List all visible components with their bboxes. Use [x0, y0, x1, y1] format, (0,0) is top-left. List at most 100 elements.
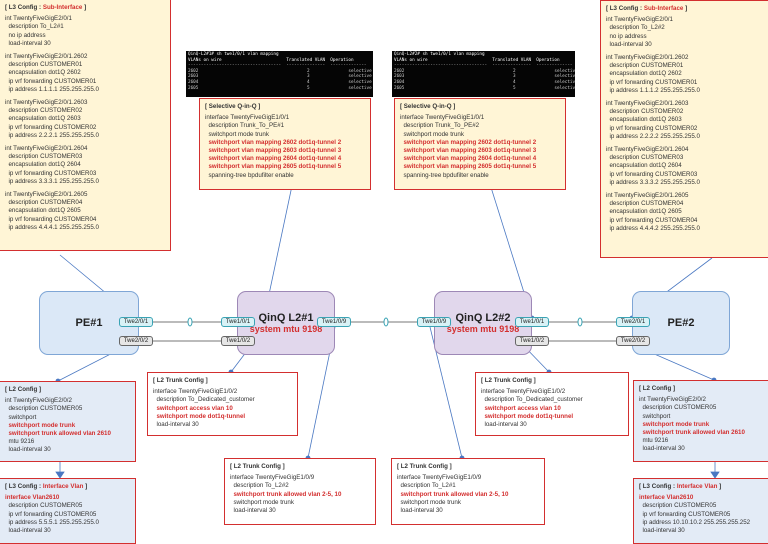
pe2-l2-config: [ L2 Config ]int TwentyFiveGigE2/0/2 des… [633, 380, 768, 462]
pe2-l3-subinterface-config: [ L3 Config : Sub-Interface ] int TwentyF… [600, 0, 768, 258]
l2-1-mtu-label: system mtu 9198 [249, 324, 323, 334]
config-line: int TwentyFiveGigE2/0/1.2602 [606, 54, 689, 62]
config-line: description CUSTOMER03 [5, 153, 83, 161]
l2-1-port-twe1-0-9: Twe1/0/9 [317, 317, 351, 327]
config-line: description To_Dedicated_customer [153, 396, 255, 404]
terminal-row: 2603 3 selective QinQ [188, 74, 373, 80]
config-line: switchport [5, 413, 37, 421]
l2-1-link-trunk-config: [ L2 Trunk Config ]interface TwentyFiveG… [224, 458, 376, 525]
pe2-vlan-interface-config: [ L3 Config : Interface Vlan ]interface … [633, 478, 768, 544]
config-line: switchport vlan mapping 2602 dot1q-tunne… [205, 138, 342, 146]
config-title: [ Selective Q-in-Q ] [400, 103, 456, 110]
config-line: load-interval 30 [639, 445, 685, 453]
config-title: [ L2 Trunk Config ] [153, 377, 208, 384]
config-line: ip vrf forwarding CUSTOMER01 [5, 77, 97, 85]
pe2-label: PE#2 [667, 317, 695, 329]
config-line: interface TwentyFiveGigE1/0/9 [397, 474, 482, 482]
config-line: int TwentyFiveGigE2/0/1 [606, 16, 673, 24]
l2-1-port-twe1-0-2: Twe1/0/2 [221, 336, 255, 346]
config-line: description CUSTOMER02 [606, 108, 684, 116]
config-line: load-interval 30 [639, 527, 685, 535]
config-line: description CUSTOMER04 [5, 199, 83, 207]
l2-2-selective-qinq-config: [ Selective Q-in-Q ] interface TwentyFive… [394, 98, 566, 190]
config-title: [ Selective Q-in-Q ] [205, 103, 261, 110]
config-line: ip vrf forwarding CUSTOMER01 [606, 78, 698, 86]
config-line: no ip address [606, 32, 647, 40]
terminal-row: 2604 4 selective QinQ [188, 79, 373, 85]
config-line: int TwentyFiveGigE2/0/1.2604 [606, 146, 689, 154]
config-line: encapsulation dot1Q 2603 [606, 116, 682, 124]
pe1-vlan-interface-config: [ L3 Config : Interface Vlan ]interface … [0, 478, 136, 544]
config-line: int TwentyFiveGigE2/0/1.2603 [606, 100, 689, 108]
config-line: load-interval 30 [5, 446, 51, 454]
l2-2-label: QinQ L2#2 [455, 312, 511, 324]
config-line: switchport mode dot1q-tunnel [153, 412, 246, 420]
config-line: ip address 1.1.1.2 255.255.255.0 [606, 86, 700, 94]
config-line: load-interval 30 [5, 527, 51, 535]
l2-1-selective-qinq-config: [ Selective Q-in-Q ] interface TwentyFive… [199, 98, 371, 190]
config-line: ip vrf forwarding CUSTOMER05 [639, 510, 731, 518]
l2-2-port-twe1-0-1: Twe1/0/1 [515, 317, 549, 327]
config-line: switchport access vlan 10 [153, 404, 233, 412]
terminal-prompt: QinQ-L2#1# sh twe1/0/1 vlan mapping [188, 52, 279, 57]
config-title: [ L3 Config : Sub-Interface ] [606, 5, 688, 12]
config-line: switchport vlan mapping 2604 dot1q-tunne… [400, 155, 537, 163]
config-title: [ L2 Config ] [639, 385, 676, 392]
config-line: int TwentyFiveGigE2/0/1.2602 [5, 53, 88, 61]
config-line: int TwentyFiveGigE2/0/1 [5, 15, 72, 23]
config-line: switchport mode dot1q-tunnel [481, 412, 574, 420]
config-line: encapsulation dot1Q 2605 [5, 207, 81, 215]
config-line: description CUSTOMER03 [606, 154, 684, 162]
config-line: description CUSTOMER05 [5, 405, 83, 413]
terminal-row: 2603 3 selective QinQ [394, 74, 575, 80]
l2-2-port-twe1-0-9: Twe1/0/9 [417, 317, 451, 327]
config-line: switchport mode trunk [205, 130, 269, 138]
l2-1-trunk-config: [ L2 Trunk Config ]interface TwentyFiveG… [147, 372, 298, 436]
config-line: encapsulation dot1Q 2605 [606, 208, 682, 216]
config-line: encapsulation dot1Q 2604 [5, 161, 81, 169]
config-line: switchport trunk allowed vlan 2610 [5, 430, 111, 438]
config-line: int TwentyFiveGigE2/0/1.2603 [5, 99, 88, 107]
pe2-port-twe2-0-1: Twe2/0/1 [616, 317, 650, 327]
pe1-port-twe2-0-1: Twe2/0/1 [119, 317, 153, 327]
config-line: description CUSTOMER01 [5, 61, 83, 69]
config-line: load-interval 30 [153, 421, 199, 429]
config-line: ip address 2.2.2.2 255.255.255.0 [606, 132, 700, 140]
config-line: switchport trunk allowed vlan 2-5, 10 [397, 490, 509, 498]
config-line: ip address 1.1.1.1 255.255.255.0 [5, 85, 99, 93]
config-title: [ L2 Trunk Config ] [230, 463, 285, 470]
config-line: spanning-tree bpdufilter enable [205, 171, 294, 179]
config-line: description CUSTOMER04 [606, 200, 684, 208]
pe2-port-twe2-0-2: Twe2/0/2 [616, 336, 650, 346]
config-line: switchport mode trunk [230, 498, 294, 506]
config-line: description To_L2#1 [5, 23, 64, 31]
terminal-header: VLANs on wire Translated VLAN Operation [188, 57, 354, 63]
config-line: mtu 9216 [639, 437, 669, 445]
config-line: switchport vlan mapping 2604 dot1q-tunne… [205, 155, 342, 163]
l2-1-port-twe1-0-1: Twe1/0/1 [221, 317, 255, 327]
config-line: interface TwentyFiveGigE1/0/1 [205, 114, 290, 122]
pe1-l3-subinterface-config: [ L3 Config : Sub-Interface ]int TwentyF… [0, 0, 171, 251]
config-line: ip vrf forwarding CUSTOMER04 [606, 216, 698, 224]
config-line: description To_Dedicated_customer [481, 396, 583, 404]
pe1-port-twe2-0-2: Twe2/0/2 [119, 336, 153, 346]
config-line: switchport mode trunk [397, 498, 461, 506]
config-line: ip vrf forwarding CUSTOMER03 [5, 169, 97, 177]
config-line: no ip address [5, 31, 46, 39]
config-line: interface Vlan2610 [5, 494, 60, 502]
config-line: load-interval 30 [606, 40, 652, 48]
config-line: ip vrf forwarding CUSTOMER02 [5, 123, 97, 131]
config-line: description Trunk_To_PE#2 [400, 122, 480, 130]
config-line: description CUSTOMER05 [5, 502, 83, 510]
config-line: ip vrf forwarding CUSTOMER02 [606, 124, 698, 132]
config-line: description CUSTOMER05 [639, 404, 717, 412]
config-line: description To_L2#2 [606, 24, 665, 32]
config-title: [ L2 Trunk Config ] [397, 463, 452, 470]
config-line: switchport vlan mapping 2605 dot1q-tunne… [400, 163, 537, 171]
config-line: interface TwentyFiveGigE1/0/1 [400, 114, 485, 122]
config-line: description Trunk_To_PE#1 [205, 122, 285, 130]
pe1-l2-config: [ L2 Config ]int TwentyFiveGigE2/0/2 des… [0, 381, 136, 462]
config-line: int TwentyFiveGigE2/0/1.2604 [5, 145, 88, 153]
l2-2-trunk-config: [ L2 Trunk Config ]interface TwentyFiveG… [475, 372, 629, 436]
config-line: switchport vlan mapping 2605 dot1q-tunne… [205, 163, 342, 171]
